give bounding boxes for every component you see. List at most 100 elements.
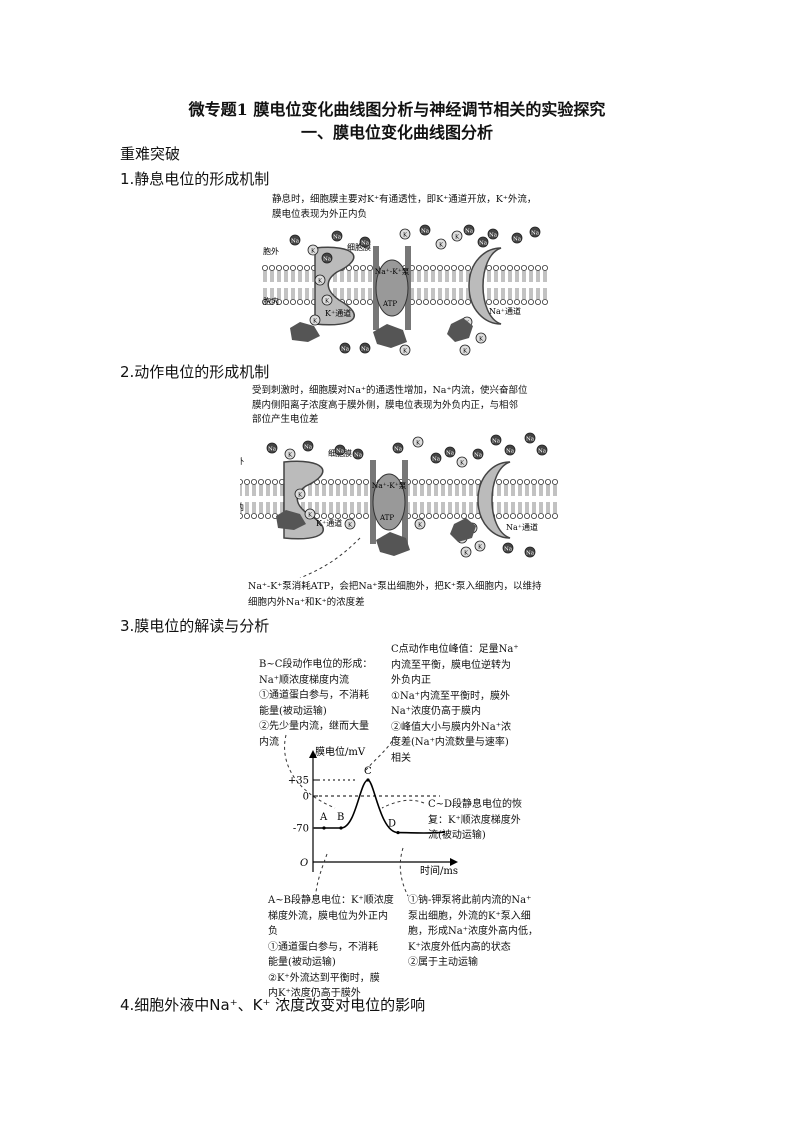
ion-label: Na — [446, 451, 455, 457]
leader-ab — [315, 853, 328, 893]
ion-label: Na — [465, 229, 474, 235]
lipid-head — [534, 265, 541, 272]
k-ion — [344, 518, 356, 530]
section-4-heading: 4.细胞外液中Na⁺、K⁺ 浓度改变对电位的影响 — [120, 996, 426, 1014]
protein-blob — [276, 510, 306, 530]
na-ion — [334, 444, 346, 456]
k-ion — [284, 448, 296, 460]
lipid-head — [537, 479, 544, 486]
resting-potential-diagram: Na⁺-K⁺泵 ATP 胞外 胞内 细胞膜 K⁺通道 Na⁺通道 NaKNaNa… — [262, 224, 548, 356]
note-line: 负 — [268, 926, 278, 937]
lipid-head — [275, 299, 282, 306]
lipid-head — [257, 479, 264, 486]
na-ion — [331, 230, 343, 242]
lipid-head — [353, 265, 360, 272]
action-potential-diagram: Na⁺-K⁺泵 ATP 胞外 胞内 细胞膜 K⁺通道 Na⁺通道 NaKNaNa… — [240, 432, 558, 578]
ion-label: Na — [489, 233, 498, 239]
lipid-head — [551, 513, 558, 520]
pump-note: Na⁺-K⁺泵消耗ATP，会把Na⁺泵出细胞外，把K⁺泵入细胞内，以维持 细胞内… — [248, 579, 568, 611]
na-ion — [352, 448, 364, 460]
lipid-head — [523, 479, 530, 486]
lipid-head — [537, 513, 544, 520]
protein-blob — [373, 324, 407, 348]
lipid-head — [425, 513, 432, 520]
note-line: 内流至平衡，膜电位逆转为 — [391, 659, 511, 671]
ion-label: Na — [323, 257, 332, 263]
ion-label: K — [325, 299, 330, 305]
ion-label: Na — [304, 445, 313, 451]
lipid-head — [439, 513, 446, 520]
pump-note-line: Na⁺-K⁺泵消耗ATP，会把Na⁺泵出细胞外，把K⁺泵入细胞内，以维持 — [248, 581, 542, 592]
ion-label: K — [418, 523, 423, 529]
y-tick-label: -70 — [293, 824, 309, 835]
k-ion — [414, 518, 426, 530]
na-ion — [472, 448, 484, 460]
note-line: 复：K⁺顺浓度梯度外 — [428, 814, 521, 826]
lipid-head — [506, 299, 513, 306]
lipid-head — [541, 299, 548, 306]
lipid-head — [321, 513, 328, 520]
label-k-channel: K⁺通道 — [325, 308, 351, 318]
lipid-head — [457, 265, 464, 272]
k-ion — [314, 274, 326, 286]
lipid-head — [432, 513, 439, 520]
lipid-head — [467, 479, 474, 486]
k-ion — [307, 244, 319, 256]
pump-note-leader — [299, 537, 361, 578]
protein-blob — [447, 318, 473, 342]
k-ion — [474, 540, 486, 552]
lipid-head — [346, 299, 353, 306]
lipid-head — [460, 513, 467, 520]
note-line: ①通道蛋白参与，不消耗 — [268, 941, 378, 953]
lipid-head — [429, 299, 436, 306]
atp-label: ATP — [379, 514, 394, 522]
lipid-head — [551, 479, 558, 486]
lipid-head — [492, 299, 499, 306]
lipid-head — [356, 513, 363, 520]
lipid-head — [464, 299, 471, 306]
section-2-heading: 2.动作电位的形成机制 — [120, 363, 270, 381]
label-inside: 胞内 — [240, 502, 244, 512]
na-ion — [302, 440, 314, 452]
lipid-head — [425, 479, 432, 486]
lipid-head — [544, 513, 551, 520]
lipid-head — [443, 265, 450, 272]
lipid-head — [353, 299, 360, 306]
fig1-note: 静息时，细胞膜主要对K⁺有通透性，即K⁺通道开放，K⁺外流， 膜电位表现为外正内… — [272, 193, 572, 222]
lipid-head — [363, 513, 370, 520]
note-line: 内流 — [259, 736, 279, 748]
lipid-head — [297, 265, 304, 272]
lipid-head — [415, 299, 422, 306]
label-membrane: 细胞膜 — [347, 242, 371, 252]
lipid-head — [429, 265, 436, 272]
lipid-head — [272, 479, 279, 486]
note-line: 泵出细胞，外流的K⁺泵入细 — [408, 910, 531, 922]
lipid-head — [268, 265, 275, 272]
lipid-head — [268, 299, 275, 306]
section-1-heading: 1.静息电位的形成机制 — [120, 170, 270, 188]
fig1-note-line: 静息时，细胞膜主要对K⁺有通透性，即K⁺通道开放，K⁺外流， — [272, 194, 537, 205]
lipid-head — [240, 479, 243, 485]
lipid-head — [244, 513, 250, 520]
lipid-head — [502, 513, 509, 520]
lipid-head — [485, 265, 492, 272]
ion-label: K — [318, 279, 323, 285]
ion-label: K — [403, 349, 408, 355]
k-ion — [399, 344, 411, 356]
na-channel-shape — [477, 461, 511, 539]
lipid-head — [450, 299, 457, 306]
k-ion — [294, 488, 306, 500]
note-cd: C~D段静息电位的恢 复：K⁺顺浓度梯度外 流(被动运输) — [428, 797, 538, 844]
note-line: ①通道蛋白参与，不消耗 — [259, 690, 369, 701]
y-ticks: +350-70 — [288, 776, 318, 835]
data-point — [396, 830, 400, 835]
lipid-head — [436, 265, 443, 272]
lipid-head — [342, 513, 349, 520]
lipid-head — [282, 265, 289, 272]
note-line: K⁺浓度外低内高的状态 — [408, 941, 511, 953]
lipid-head — [460, 479, 467, 486]
leader-pump — [399, 847, 409, 897]
atp-label: ATP — [382, 300, 397, 308]
k-ion — [456, 456, 468, 468]
fig2-note-line: 膜内侧阳离子浓度高于膜外侧，膜电位表现为外负内正，与相邻 — [252, 399, 519, 411]
